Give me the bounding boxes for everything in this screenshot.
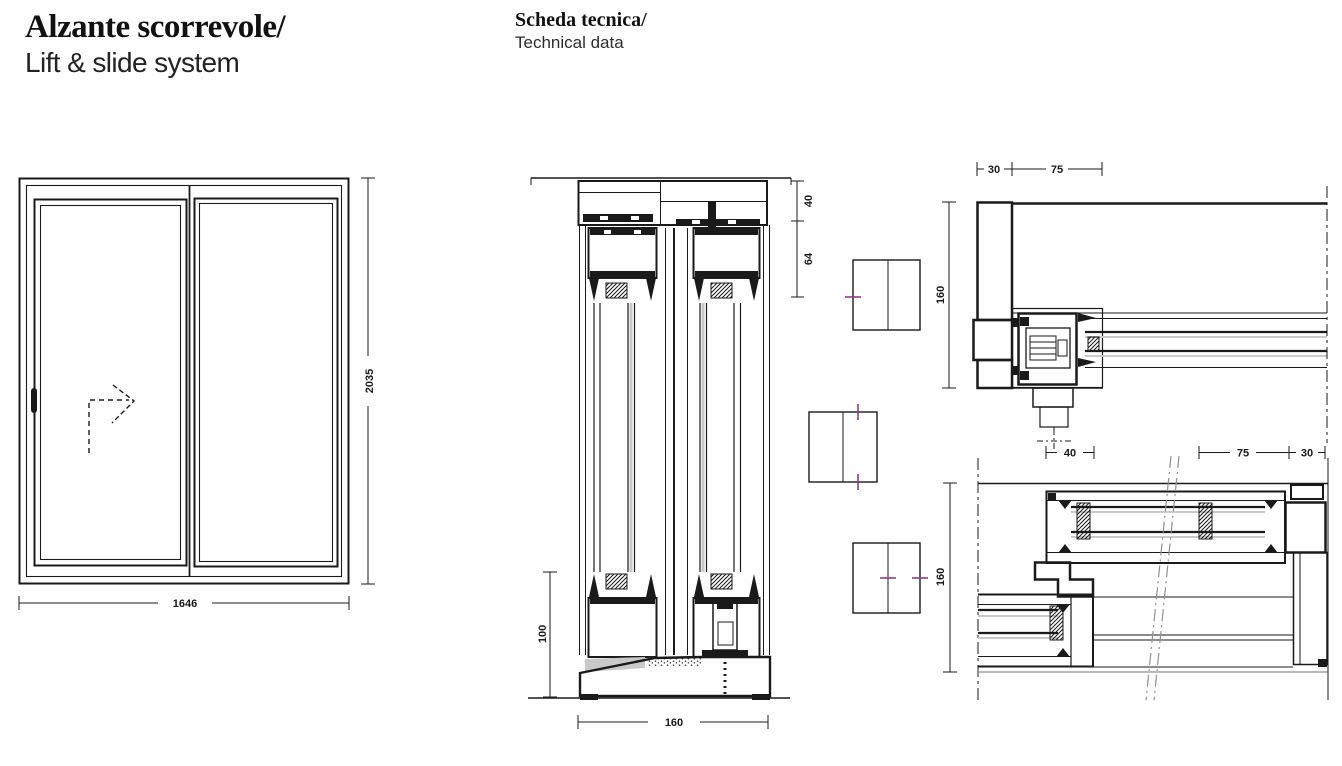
- dim-elevation-width: 1646: [18, 596, 350, 610]
- dim-label-sash-top: 64: [803, 252, 815, 265]
- dim-label-section-depth: 160: [665, 717, 683, 729]
- head-frame-profile: [577, 180, 768, 228]
- track-lines: [1093, 596, 1293, 668]
- dim-detail-top-depth: 160: [935, 201, 956, 389]
- roller-mechanism: [702, 599, 748, 657]
- lower-sash-plan: [978, 593, 1094, 668]
- page-header: Alzante scorrevole/ Lift & slide system: [25, 9, 286, 78]
- fixed-panel-right: [193, 197, 339, 568]
- dim-label-bottom-sash: 75: [1237, 448, 1249, 460]
- frame-outer: [18, 177, 350, 585]
- elevation-drawing: 2035 1646: [18, 177, 376, 610]
- door-handle: [31, 388, 37, 413]
- section-title: Scheda tecnica/: [515, 9, 647, 31]
- dim-elevation-height: 2035: [361, 177, 376, 585]
- key-symbol-middle: [808, 404, 878, 490]
- lock-keep: [1017, 312, 1078, 386]
- dim-detail-bottom-depth: 160: [935, 482, 957, 673]
- frame-jamb-right: [1284, 458, 1329, 700]
- dim-label-height: 2035: [364, 369, 376, 393]
- sash-foot: [1032, 387, 1074, 449]
- slide-direction-arrow: [88, 384, 136, 453]
- break-line: [1145, 455, 1180, 701]
- upper-sash-plan: [1045, 490, 1286, 564]
- section-header: Scheda tecnica/ Technical data: [515, 9, 647, 53]
- dim-label-bottom-frame: 30: [1301, 448, 1313, 460]
- dim-detail-bottom-interlock: 40: [1045, 446, 1095, 460]
- interlock-profile: [1033, 561, 1095, 598]
- dim-detail-bottom-widths: 75 30: [1198, 446, 1326, 460]
- glass-panes: [579, 225, 770, 655]
- glass-unit-plan: [1012, 313, 1327, 389]
- dim-section-bottom-height: 100: [537, 571, 557, 698]
- dim-section-head: 40 64: [791, 180, 815, 298]
- dim-label-bottom-height: 100: [537, 625, 549, 643]
- sash-bottom-profiles: [587, 597, 761, 658]
- dim-section-depth: 160: [577, 715, 769, 729]
- page-title: Alzante scorrevole/: [25, 9, 286, 45]
- section-subtitle: Technical data: [515, 33, 624, 52]
- vertical-section-drawing: 40 64 100 160: [528, 177, 815, 729]
- dim-label-interlock: 40: [1064, 448, 1076, 460]
- jamb-profile: [972, 201, 1019, 390]
- dim-label-bottom-depth: 160: [935, 568, 947, 586]
- dim-label-top-frame: 30: [988, 164, 1000, 176]
- key-symbol-top: [845, 259, 921, 331]
- dim-label-top-depth: 160: [935, 286, 947, 304]
- glazing-rebate-bottom: [589, 573, 759, 597]
- glazing-rebate-top: [589, 278, 759, 301]
- plan-detail-top: 30 75 160: [935, 162, 1328, 449]
- dim-label-head: 40: [803, 195, 815, 207]
- plan-detail-bottom: 40 75 30 160: [935, 446, 1329, 701]
- frame-inner: [25, 184, 343, 578]
- sliding-panel-left: [33, 198, 188, 567]
- key-symbol-bottom: [852, 542, 928, 614]
- dim-label-top-sash: 75: [1051, 164, 1063, 176]
- dim-detail-top-widths: 30 75: [976, 162, 1103, 176]
- section-key-symbols: [808, 259, 928, 614]
- page-subtitle: Lift & slide system: [25, 46, 240, 78]
- sill-profile: [578, 655, 772, 700]
- dim-label-width: 1646: [173, 598, 197, 610]
- sash-top-profiles: [587, 227, 761, 279]
